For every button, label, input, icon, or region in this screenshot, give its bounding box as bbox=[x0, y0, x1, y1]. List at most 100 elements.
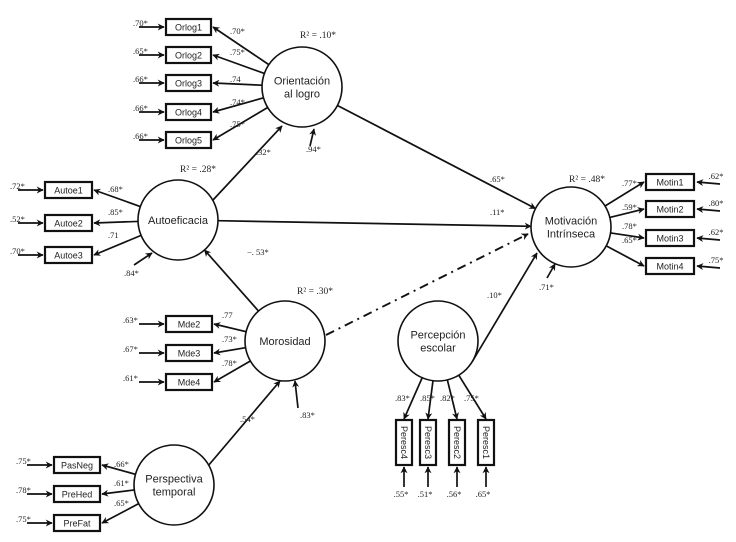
indicator-box bbox=[644, 228, 696, 248]
loading-value: .73* bbox=[222, 334, 237, 344]
edges-layer bbox=[18, 23, 721, 527]
indicator-prehed: PreHed bbox=[52, 484, 102, 504]
loading-value: .75* bbox=[230, 119, 245, 129]
error-value: .61* bbox=[123, 373, 138, 383]
latent-label: Orientación bbox=[274, 76, 330, 88]
path-perspectiva-to-morosidad bbox=[207, 380, 281, 467]
indicator-motin2: Motin2 bbox=[644, 199, 696, 219]
error-value: .75* bbox=[709, 255, 724, 265]
indicator-label: PreHed bbox=[62, 490, 93, 500]
indicator-peresc4: Peresc4 bbox=[394, 418, 414, 467]
latent-label: al logro bbox=[284, 89, 320, 101]
loading-arrow bbox=[213, 346, 246, 356]
indicator-box bbox=[644, 199, 696, 219]
loading-arrow bbox=[458, 374, 487, 420]
disturbance-value: .71* bbox=[539, 282, 554, 292]
indicator-orlog3: Orlog3 bbox=[164, 73, 213, 93]
path-coefficient: .32* bbox=[256, 147, 271, 157]
latent-label: Morosidad bbox=[259, 336, 310, 348]
loading-value: .85* bbox=[420, 393, 435, 403]
path-percepcion-to-motivacion bbox=[471, 252, 538, 363]
indicator-box bbox=[43, 180, 94, 200]
loading-value: .75* bbox=[230, 47, 245, 57]
indicator-label: Motin1 bbox=[656, 178, 683, 188]
error-value: .65* bbox=[133, 46, 148, 56]
r-squared-label: R² = .30* bbox=[297, 287, 333, 297]
indicator-box bbox=[52, 484, 102, 504]
loading-value: .65* bbox=[622, 235, 637, 245]
path-coefficient: .10* bbox=[487, 290, 502, 300]
indicator-box bbox=[164, 314, 214, 334]
indicator-box bbox=[394, 418, 414, 467]
loading-arrow bbox=[101, 463, 136, 476]
disturbance-arrow-morosidad bbox=[292, 380, 300, 409]
indicator-peresc3: Peresc3 bbox=[418, 418, 438, 467]
indicator-peresc2: Peresc2 bbox=[447, 418, 467, 467]
path-coefficient: .54* bbox=[240, 414, 255, 424]
path-coefficient: .65* bbox=[490, 174, 505, 184]
indicator-label: Orlog1 bbox=[175, 23, 202, 33]
indicator-peresc1: Peresc1 bbox=[476, 418, 496, 467]
indicator-box bbox=[164, 102, 213, 122]
indicator-label: Orlog2 bbox=[175, 51, 202, 61]
indicator-label: Motin4 bbox=[656, 262, 683, 272]
disturbance-arrow-autoeficacia bbox=[133, 252, 153, 266]
indicator-label: PreFat bbox=[63, 519, 91, 529]
disturbance-value: .83* bbox=[300, 410, 315, 420]
error-value: .62* bbox=[709, 171, 724, 181]
indicator-label: Orlog4 bbox=[175, 108, 202, 118]
indicator-box bbox=[447, 418, 467, 467]
latent-circle bbox=[530, 186, 612, 268]
indicator-box bbox=[52, 513, 102, 533]
loading-arrow bbox=[212, 106, 269, 141]
disturbance-value: .94* bbox=[306, 144, 321, 154]
indicator-box bbox=[164, 73, 213, 93]
loading-arrow bbox=[212, 53, 265, 75]
indicator-motin4: Motin4 bbox=[644, 256, 696, 276]
error-value: .65* bbox=[476, 489, 491, 499]
error-arrow bbox=[696, 235, 721, 243]
indicator-label: Autoe2 bbox=[54, 219, 83, 229]
indicator-label: Peresc3 bbox=[423, 426, 433, 459]
indicator-box bbox=[164, 372, 214, 392]
latent-circle bbox=[244, 300, 326, 382]
indicator-box bbox=[52, 455, 102, 475]
latent-label: escolar bbox=[420, 343, 456, 355]
error-arrow bbox=[696, 206, 721, 214]
latent-morosidad: Morosidad bbox=[244, 300, 326, 382]
loading-value: .82* bbox=[440, 393, 455, 403]
loading-value: .77* bbox=[622, 178, 637, 188]
loading-value: .66* bbox=[114, 459, 129, 469]
error-value: .52* bbox=[10, 214, 25, 224]
loading-arrow bbox=[446, 379, 459, 420]
indicator-motin1: Motin1 bbox=[644, 172, 696, 192]
latent-circle bbox=[137, 179, 219, 261]
indicator-autoe1: Autoe1 bbox=[43, 180, 94, 200]
error-value: .70* bbox=[10, 246, 25, 256]
loading-value: .71 bbox=[108, 230, 119, 240]
disturbance-value: .84* bbox=[124, 268, 139, 278]
loading-arrow bbox=[605, 245, 645, 267]
indicator-label: Peresc2 bbox=[452, 426, 462, 459]
indicator-label: PasNeg bbox=[61, 461, 93, 471]
disturbance-arrow-motivacion bbox=[546, 263, 556, 279]
latent-circle bbox=[261, 46, 343, 128]
indicator-box bbox=[164, 45, 213, 65]
indicator-box bbox=[43, 245, 94, 265]
error-value: .70* bbox=[133, 18, 148, 28]
latent-circle bbox=[133, 444, 215, 526]
loading-arrow bbox=[425, 380, 434, 420]
indicator-box bbox=[164, 130, 213, 150]
indicator-autoe2: Autoe2 bbox=[43, 213, 94, 233]
error-value: .63* bbox=[123, 315, 138, 325]
indicator-label: Orlog3 bbox=[175, 79, 202, 89]
loading-arrow bbox=[213, 360, 251, 383]
r-squared-label: R² = .48* bbox=[569, 175, 605, 185]
indicator-label: Motin3 bbox=[656, 234, 683, 244]
disturbance-arrow-orientacion bbox=[309, 128, 316, 147]
indicator-label: Peresc4 bbox=[399, 426, 409, 459]
indicator-label: Orlog5 bbox=[175, 136, 202, 146]
